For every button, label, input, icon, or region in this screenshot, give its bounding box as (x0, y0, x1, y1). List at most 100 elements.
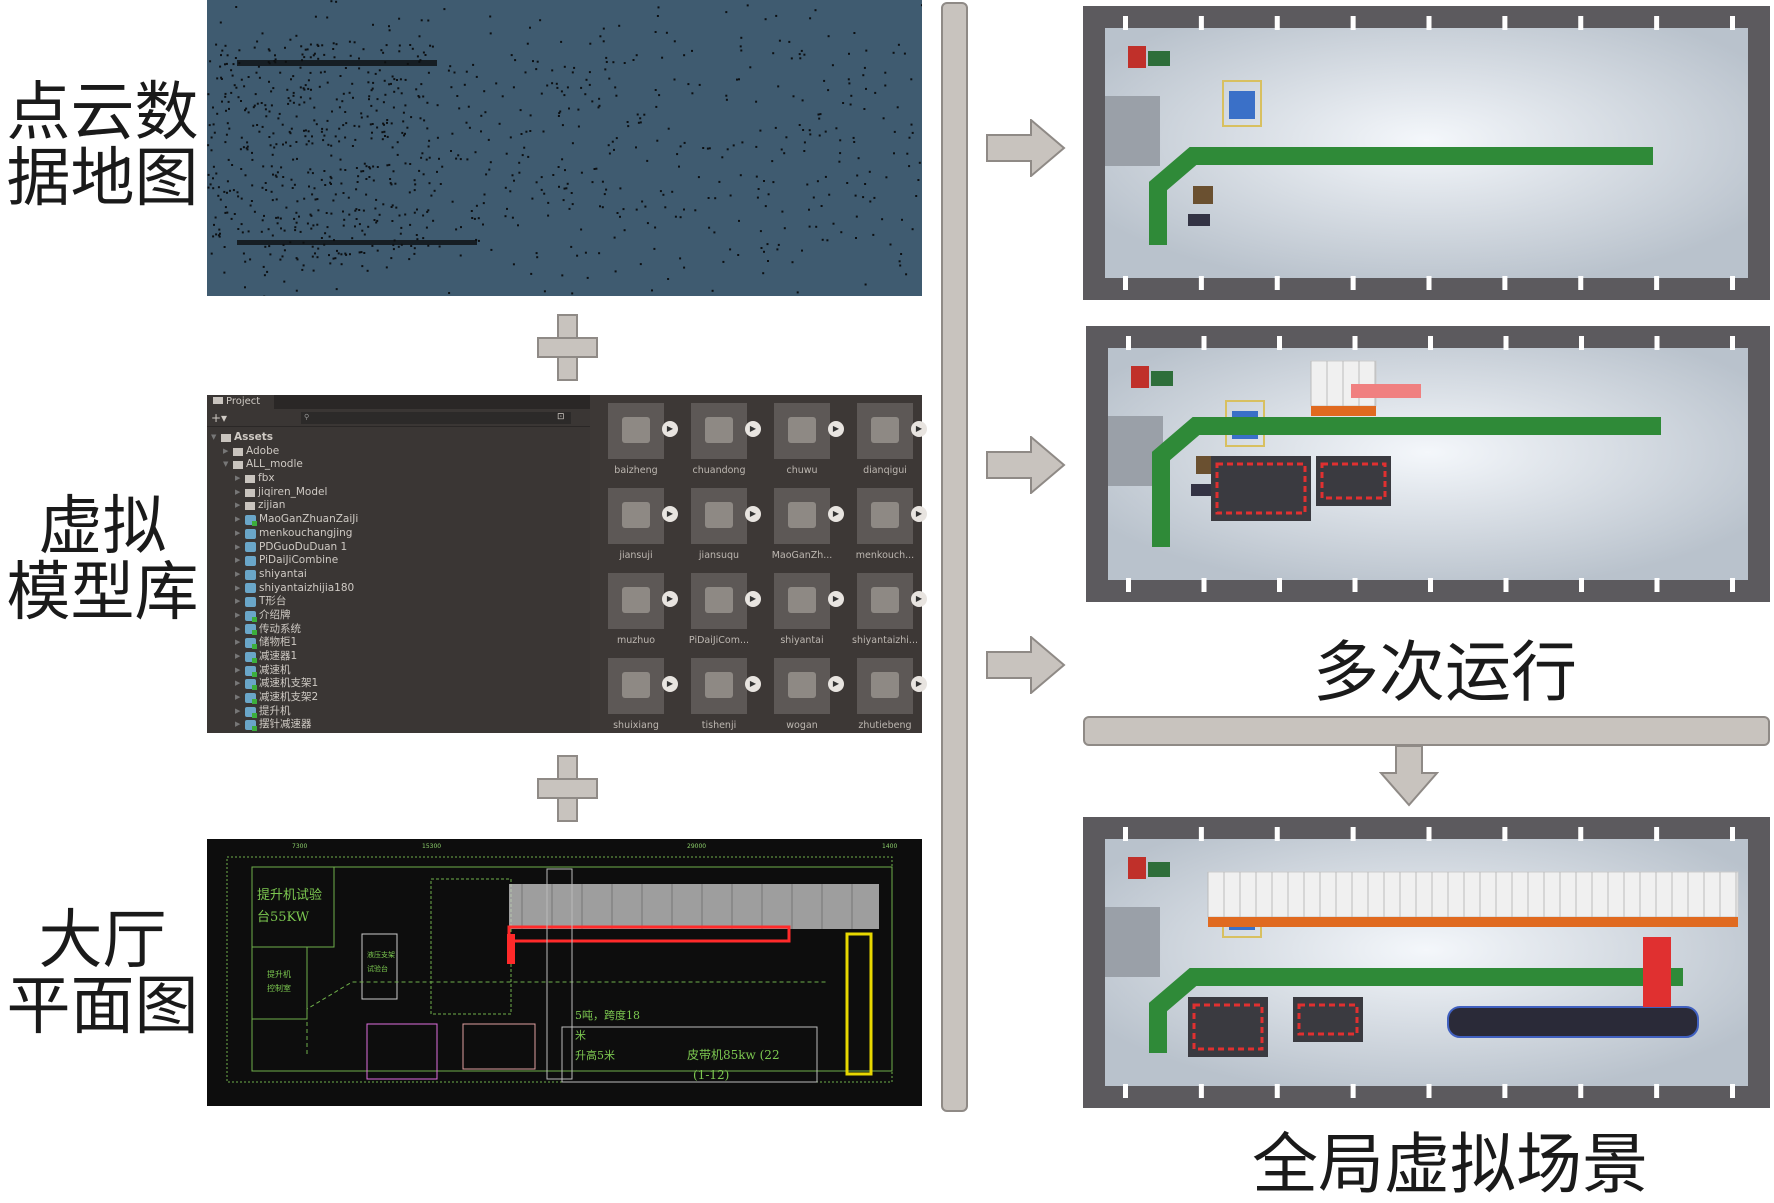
point (639, 117, 641, 119)
tree-item[interactable]: ▶fbx (211, 472, 587, 486)
tree-item[interactable]: ▶储物柜1 (211, 636, 587, 650)
tree-item[interactable]: ▶Adobe (211, 445, 587, 459)
project-tab[interactable]: Project (207, 395, 274, 409)
play-icon[interactable]: ▶ (828, 676, 844, 692)
point (237, 195, 239, 197)
expand-toggle-icon[interactable]: ▶ (235, 705, 245, 719)
prefab-icon (245, 583, 256, 593)
point (316, 123, 318, 125)
tree-item[interactable]: ▶PDGuoDuDuan 1 (211, 541, 587, 555)
point (336, 43, 338, 45)
expand-toggle-icon[interactable]: ▶ (235, 623, 245, 637)
play-icon[interactable]: ▶ (745, 506, 761, 522)
tree-item[interactable]: ▶PiDaiJiCombine (211, 554, 587, 568)
asset-item[interactable]: ▶wogan (760, 658, 844, 731)
tree-item[interactable]: ▶MaoGanZhuanZaiJi (211, 513, 587, 527)
point (322, 139, 324, 141)
tree-item[interactable]: ▶减速器1 (211, 650, 587, 664)
tree-item[interactable]: ▶提升机 (211, 705, 587, 719)
tree-item[interactable]: ▶摆针减速器 (211, 718, 587, 732)
asset-item[interactable]: ▶chuandong (677, 403, 761, 476)
asset-item[interactable]: ▶menkouch... (843, 488, 927, 561)
asset-item[interactable]: ▶zhutiebeng (843, 658, 927, 731)
play-icon[interactable]: ▶ (745, 421, 761, 437)
add-button[interactable]: +▾ (211, 411, 301, 425)
play-icon[interactable]: ▶ (662, 421, 678, 437)
play-icon[interactable]: ▶ (745, 676, 761, 692)
asset-item[interactable]: ▶chuwu (760, 403, 844, 476)
point (853, 32, 855, 34)
tree-item[interactable]: ▶减速机支架1 (211, 677, 587, 691)
play-icon[interactable]: ▶ (911, 591, 927, 607)
point (303, 264, 305, 266)
play-icon[interactable]: ▶ (745, 591, 761, 607)
tree-item[interactable]: ▶menkouchangjing (211, 527, 587, 541)
expand-toggle-icon[interactable]: ▶ (235, 636, 245, 650)
tree-item[interactable]: ▶jiqiren_Model (211, 486, 587, 500)
play-icon[interactable]: ▶ (828, 506, 844, 522)
play-icon[interactable]: ▶ (662, 506, 678, 522)
tree-item[interactable]: ▶介绍牌 (211, 609, 587, 623)
expand-toggle-icon[interactable]: ▶ (235, 554, 245, 568)
asset-item[interactable]: ▶jiansuji (594, 488, 678, 561)
play-icon[interactable]: ▶ (911, 421, 927, 437)
point (488, 169, 490, 171)
asset-item[interactable]: ▶jiansuqu (677, 488, 761, 561)
asset-item[interactable]: ▶tishenji (677, 658, 761, 731)
asset-item[interactable]: ▶shiyantai (760, 573, 844, 646)
expand-toggle-icon[interactable]: ▶ (235, 499, 245, 513)
tree-item[interactable]: ▶shiyantai (211, 568, 587, 582)
play-icon[interactable]: ▶ (662, 676, 678, 692)
play-icon[interactable]: ▶ (662, 591, 678, 607)
expand-toggle-icon[interactable]: ▶ (235, 568, 245, 582)
search-input[interactable] (301, 412, 571, 424)
tree-item[interactable]: ▶T形台 (211, 595, 587, 609)
expand-toggle-icon[interactable]: ▶ (235, 582, 245, 596)
point (569, 208, 571, 210)
point (864, 183, 866, 185)
tree-item[interactable]: ▼ALL_modle (211, 458, 587, 472)
filter-icon[interactable]: ⊡ (557, 412, 565, 422)
asset-item[interactable]: ▶MaoGanZh... (760, 488, 844, 561)
expand-toggle-icon[interactable]: ▶ (235, 650, 245, 664)
point (572, 203, 574, 205)
point (221, 50, 223, 52)
tree-item[interactable]: ▶zijian (211, 499, 587, 513)
play-icon[interactable]: ▶ (828, 421, 844, 437)
point (911, 124, 913, 126)
expand-toggle-icon[interactable]: ▶ (235, 595, 245, 609)
expand-toggle-icon[interactable]: ▼ (223, 458, 233, 472)
tree-root[interactable]: ▼Assets (211, 431, 587, 445)
expand-toggle-icon[interactable]: ▶ (235, 486, 245, 500)
expand-toggle-icon[interactable]: ▶ (235, 513, 245, 527)
point (313, 54, 315, 56)
asset-item[interactable]: ▶shuixiang (594, 658, 678, 731)
asset-item[interactable]: ▶dianqigui (843, 403, 927, 476)
asset-item[interactable]: ▶shiyantaizhi... (843, 573, 927, 646)
tree-item[interactable]: ▶shiyantaizhijia180 (211, 582, 587, 596)
play-icon[interactable]: ▶ (911, 506, 927, 522)
point (778, 244, 780, 246)
play-icon[interactable]: ▶ (911, 676, 927, 692)
asset-item[interactable]: ▶muzhuo (594, 573, 678, 646)
tree-item[interactable]: ▶减速机 (211, 664, 587, 678)
expand-toggle-icon[interactable]: ▶ (235, 541, 245, 555)
expand-toggle-icon[interactable]: ▶ (235, 527, 245, 541)
point (212, 177, 214, 179)
expand-toggle-icon[interactable]: ▶ (235, 677, 245, 691)
asset-item[interactable]: ▶PiDaiJiCom... (677, 573, 761, 646)
point (551, 69, 553, 71)
expand-toggle-icon[interactable]: ▶ (235, 691, 245, 705)
expand-toggle-icon[interactable]: ▶ (235, 609, 245, 623)
tree-item[interactable]: ▶减速机支架2 (211, 691, 587, 705)
expand-toggle-icon[interactable]: ▶ (223, 445, 233, 459)
tree-item[interactable]: ▶传动系统 (211, 623, 587, 637)
play-icon[interactable]: ▶ (828, 591, 844, 607)
expand-toggle-icon[interactable]: ▶ (235, 718, 245, 732)
asset-item[interactable]: ▶baizheng (594, 403, 678, 476)
expand-toggle-icon[interactable]: ▶ (235, 664, 245, 678)
expand-toggle-icon[interactable]: ▶ (235, 472, 245, 486)
point (655, 89, 657, 91)
asset-thumbnail: ▶ (608, 488, 664, 544)
point (382, 123, 384, 125)
